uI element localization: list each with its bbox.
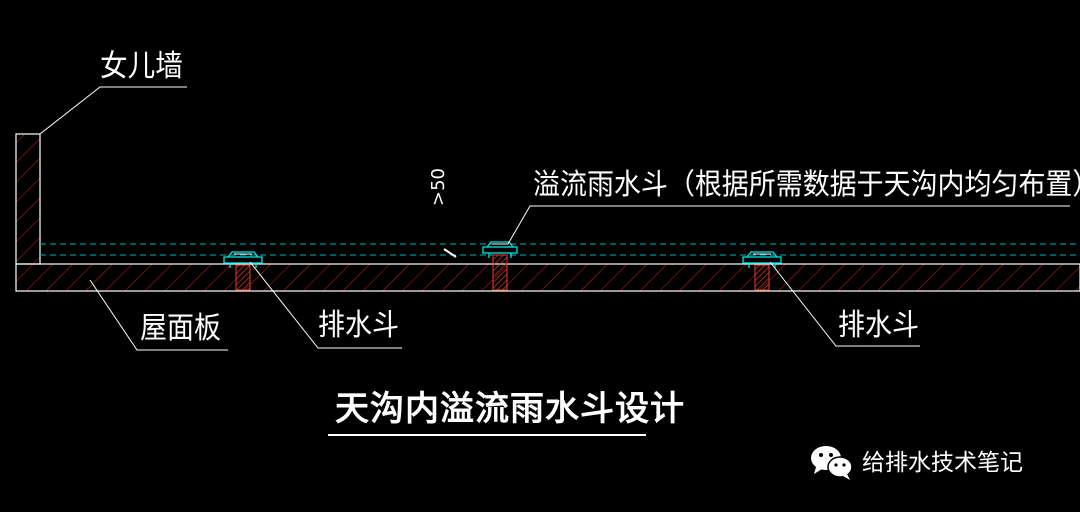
slab-leader [89,279,228,351]
roof-slab [15,263,1080,292]
drain-left-leader [249,261,402,349]
overflow-leader [507,205,1070,245]
parapet-wall [15,133,41,265]
drain-right-label: 排水斗 [838,308,919,343]
roof-drain-right [742,251,782,291]
wechat-icon [811,446,853,480]
overflow-drain [482,241,518,291]
roof-drain-left [223,251,263,291]
dimension-label: >50 [428,168,449,206]
wechat-icon-spacer [810,443,854,483]
overflow-drain-label: 溢流雨水斗（根据所需数据于天沟内均匀布置） [533,167,1080,201]
drawing-title: 天沟内溢流雨水斗设计 [335,389,685,429]
drain-right-leader [769,261,920,347]
dimension-marker [443,248,457,258]
roof-slab-label: 屋面板 [140,311,221,346]
drain-left-label: 排水斗 [318,308,399,343]
watermark-text: 给排水技术笔记 [862,449,1023,476]
watermark: 给排水技术笔记 [810,443,1023,483]
parapet-leader [39,86,187,135]
parapet-label: 女儿墙 [100,49,183,84]
